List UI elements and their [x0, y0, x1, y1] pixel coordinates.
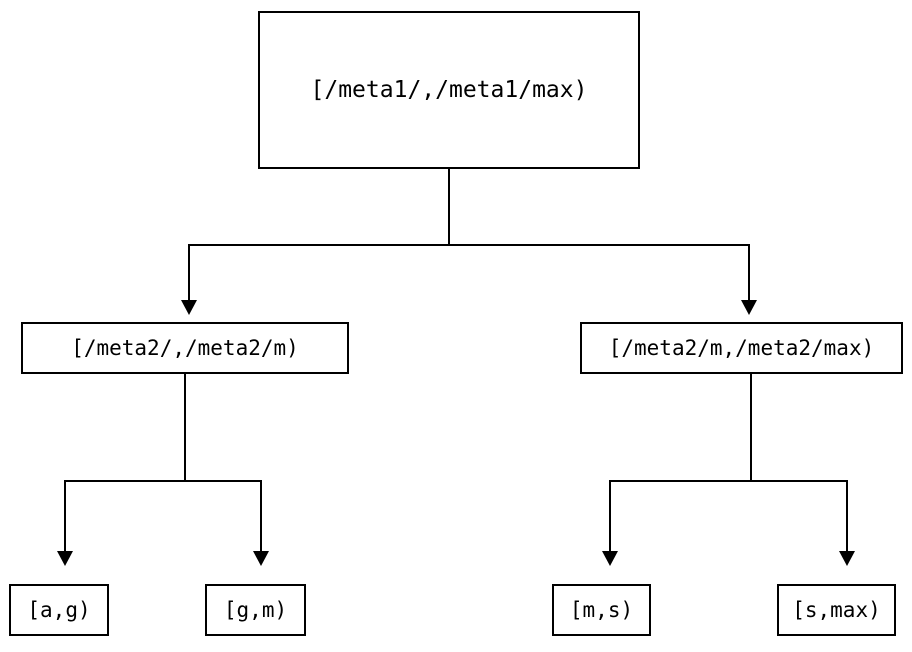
arrowhead-down-icon-mid-left [181, 300, 197, 315]
arrowhead-down-icon-leaf-gm [253, 551, 269, 566]
edge-root-to-mid-left [188, 244, 190, 302]
edge-mid-left-stem [184, 374, 186, 482]
edge-mid-right-stem [750, 374, 752, 482]
node-leaf-ag-label: [a,g) [27, 598, 91, 622]
node-leaf-smax-label: [s,max) [792, 598, 881, 622]
arrowhead-down-icon-mid-right [741, 300, 757, 315]
node-mid-right-label: [/meta2/m,/meta2/max) [608, 336, 875, 360]
node-root-label: [/meta1/,/meta1/max) [310, 77, 588, 103]
node-leaf-ag[interactable]: [a,g) [9, 584, 109, 636]
node-mid-left[interactable]: [/meta2/,/meta2/m) [21, 322, 349, 374]
node-leaf-ms[interactable]: [m,s) [552, 584, 651, 636]
arrowhead-down-icon-leaf-smax [839, 551, 855, 566]
node-root[interactable]: [/meta1/,/meta1/max) [258, 11, 640, 169]
node-leaf-smax[interactable]: [s,max) [777, 584, 896, 636]
node-mid-right[interactable]: [/meta2/m,/meta2/max) [580, 322, 903, 374]
arrowhead-down-icon-leaf-ms [602, 551, 618, 566]
edge-mid-left-to-leaf-ag [64, 480, 66, 553]
node-leaf-ms-label: [m,s) [569, 598, 634, 622]
edge-root-stem [448, 169, 450, 246]
arrowhead-down-icon-leaf-ag [57, 551, 73, 566]
edge-mid-left-horizontal-bar [64, 480, 262, 482]
edge-mid-left-to-leaf-gm [260, 480, 262, 553]
edge-mid-right-to-leaf-smax [846, 480, 848, 553]
edge-mid-right-horizontal-bar [609, 480, 848, 482]
node-leaf-gm[interactable]: [g,m) [205, 584, 306, 636]
node-leaf-gm-label: [g,m) [223, 598, 288, 622]
edge-root-horizontal-bar [188, 244, 750, 246]
edge-root-to-mid-right [748, 244, 750, 302]
edge-mid-right-to-leaf-ms [609, 480, 611, 553]
node-mid-left-label: [/meta2/,/meta2/m) [71, 336, 299, 360]
